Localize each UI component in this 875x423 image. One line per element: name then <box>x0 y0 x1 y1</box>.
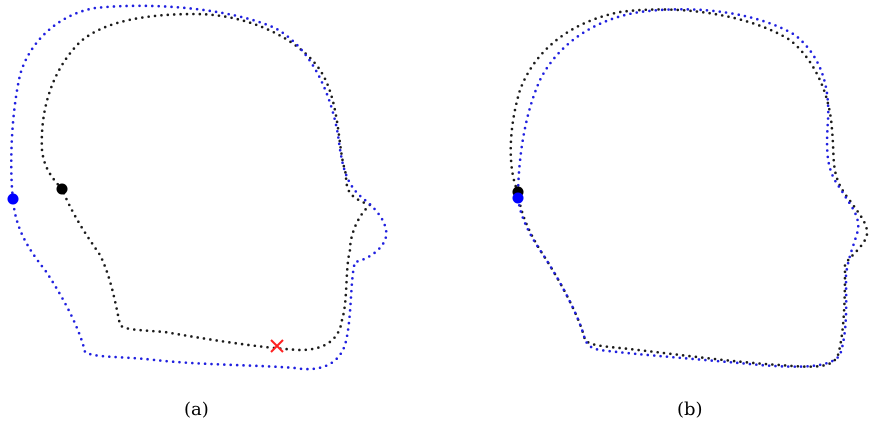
panel-a: (a) <box>7 4 388 420</box>
panel-a-outline-black <box>40 12 372 352</box>
panel-a-blue-dot <box>7 193 19 205</box>
panel-b-blue-dot <box>512 192 524 204</box>
panel-b-outline-blue <box>516 7 860 368</box>
panel-b: (b) <box>509 7 869 420</box>
panel-a-red-cross <box>270 339 284 353</box>
panel-a-black-dot <box>56 183 68 195</box>
panel-a-red-cross-stroke-2 <box>270 339 284 353</box>
panel-b-outline-black <box>509 8 869 368</box>
panel-a-caption: (a) <box>184 399 209 420</box>
panel-b-caption: (b) <box>677 399 703 420</box>
panel-a-outline-blue <box>9 4 388 371</box>
